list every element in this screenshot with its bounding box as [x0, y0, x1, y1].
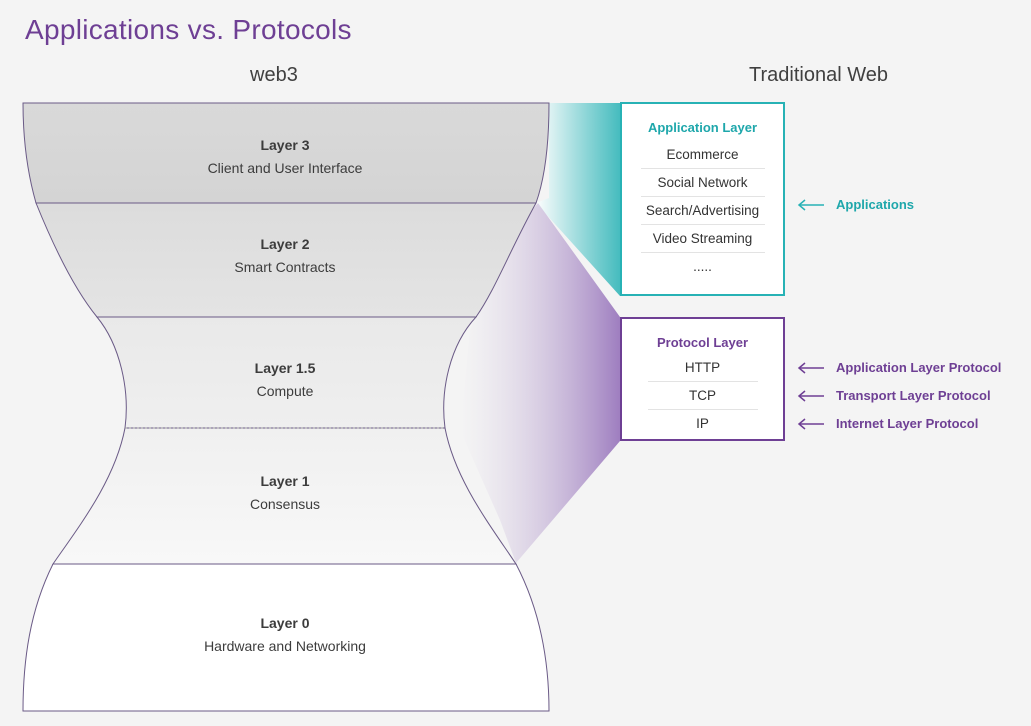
- layer-1-shape: [52, 427, 517, 565]
- layer-1-5-label: Layer 1.5 Compute: [155, 357, 415, 403]
- internet-layer-protocol-label: Internet Layer Protocol: [836, 416, 979, 431]
- traditional-web-heading: Traditional Web: [749, 64, 888, 86]
- layer-1-label: Layer 1 Consensus: [155, 470, 415, 516]
- layer-2-name: Layer 2: [260, 236, 310, 252]
- web3-heading: web3: [250, 64, 298, 86]
- application-item: .....: [693, 259, 712, 274]
- layer-1-5-desc: Compute: [256, 383, 314, 399]
- layer-0-desc: Hardware and Networking: [204, 638, 366, 654]
- layer-3-label: Layer 3 Client and User Interface: [155, 134, 415, 180]
- protocol-item: HTTP: [647, 354, 758, 382]
- application-item: Social Network: [640, 169, 765, 197]
- application-item: Search/Advertising: [640, 197, 765, 225]
- applications-label: Applications: [836, 197, 915, 212]
- layer-0-name: Layer 0: [260, 615, 310, 631]
- application-projection: [536, 103, 620, 296]
- layer-1-desc: Consensus: [249, 496, 321, 512]
- layer-1-name: Layer 1: [260, 473, 310, 489]
- transport-layer-protocol-label: Transport Layer Protocol: [836, 388, 991, 403]
- application-layer-box: Application Layer Ecommerce Social Netwo…: [620, 102, 785, 296]
- layer-1-5-shape: [95, 316, 478, 429]
- layer-2-label: Layer 2 Smart Contracts: [155, 233, 415, 279]
- protocol-layer-box: Protocol Layer HTTP TCP IP: [620, 317, 785, 441]
- application-item: Ecommerce: [640, 141, 765, 169]
- application-layer-title: Application Layer: [647, 120, 758, 135]
- layer-0-shape: [22, 563, 550, 712]
- protocol-layer-title: Protocol Layer: [656, 335, 749, 350]
- application-item: Video Streaming: [640, 225, 765, 253]
- layer-2-shape: [35, 202, 537, 318]
- page-title: Applications vs. Protocols: [25, 14, 352, 45]
- layer-3-shape: [22, 102, 550, 204]
- layer-0-label: Layer 0 Hardware and Networking: [155, 612, 415, 658]
- layer-2-desc: Smart Contracts: [234, 259, 336, 275]
- arrow-left-icon: [797, 390, 824, 402]
- layer-3-desc: Client and User Interface: [207, 160, 363, 176]
- protocol-item: TCP: [647, 382, 758, 410]
- layer-3-name: Layer 3: [260, 137, 310, 153]
- arrow-left-icon: [797, 199, 824, 211]
- arrow-left-icon: [797, 418, 824, 430]
- layer-1-5-name: Layer 1.5: [254, 360, 316, 376]
- protocol-item: IP: [696, 416, 709, 431]
- arrow-left-icon: [797, 362, 824, 374]
- protocol-projection: [460, 203, 620, 563]
- application-layer-protocol-label: Application Layer Protocol: [836, 360, 1002, 375]
